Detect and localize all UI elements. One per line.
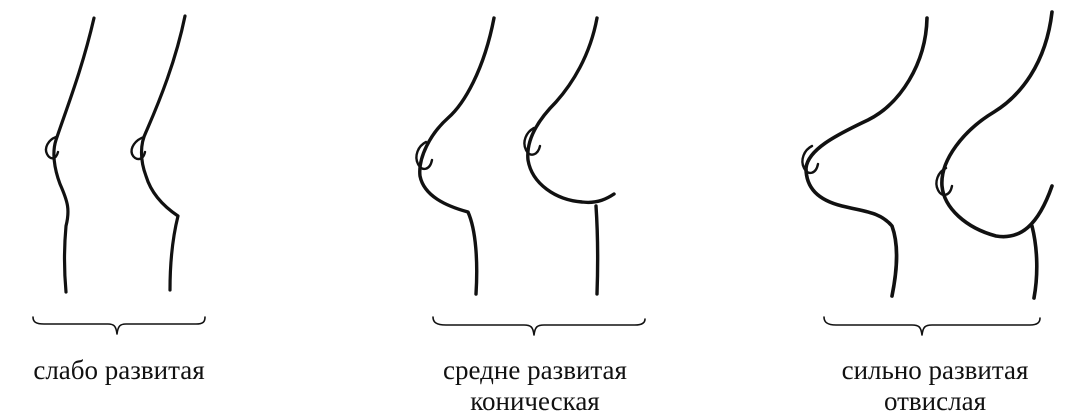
strong-profile-right (942, 12, 1052, 298)
weak-profile-left (54, 18, 94, 292)
weak-profile-right (142, 16, 186, 290)
group-weak-profiles (46, 16, 185, 292)
medium-profile-right (528, 18, 614, 294)
medium-profile-left (420, 18, 494, 294)
label-medium-line2: коническая (415, 386, 655, 417)
brace-strong (824, 317, 1040, 335)
group-strong-profiles (802, 12, 1052, 298)
label-medium-line1: средне развитая (415, 355, 655, 386)
strong-profile-left (806, 18, 927, 296)
brace-weak (33, 317, 205, 334)
label-strong: сильно развитая отвислая (815, 355, 1055, 417)
brace-medium (433, 317, 645, 335)
label-medium: средне развитая коническая (415, 355, 655, 417)
label-weak: слабо развитая (5, 355, 233, 386)
label-strong-line1: сильно развитая (815, 355, 1055, 386)
group-medium-profiles (416, 18, 614, 294)
label-strong-line2: отвислая (815, 386, 1055, 417)
label-weak-line1: слабо развитая (5, 355, 233, 386)
